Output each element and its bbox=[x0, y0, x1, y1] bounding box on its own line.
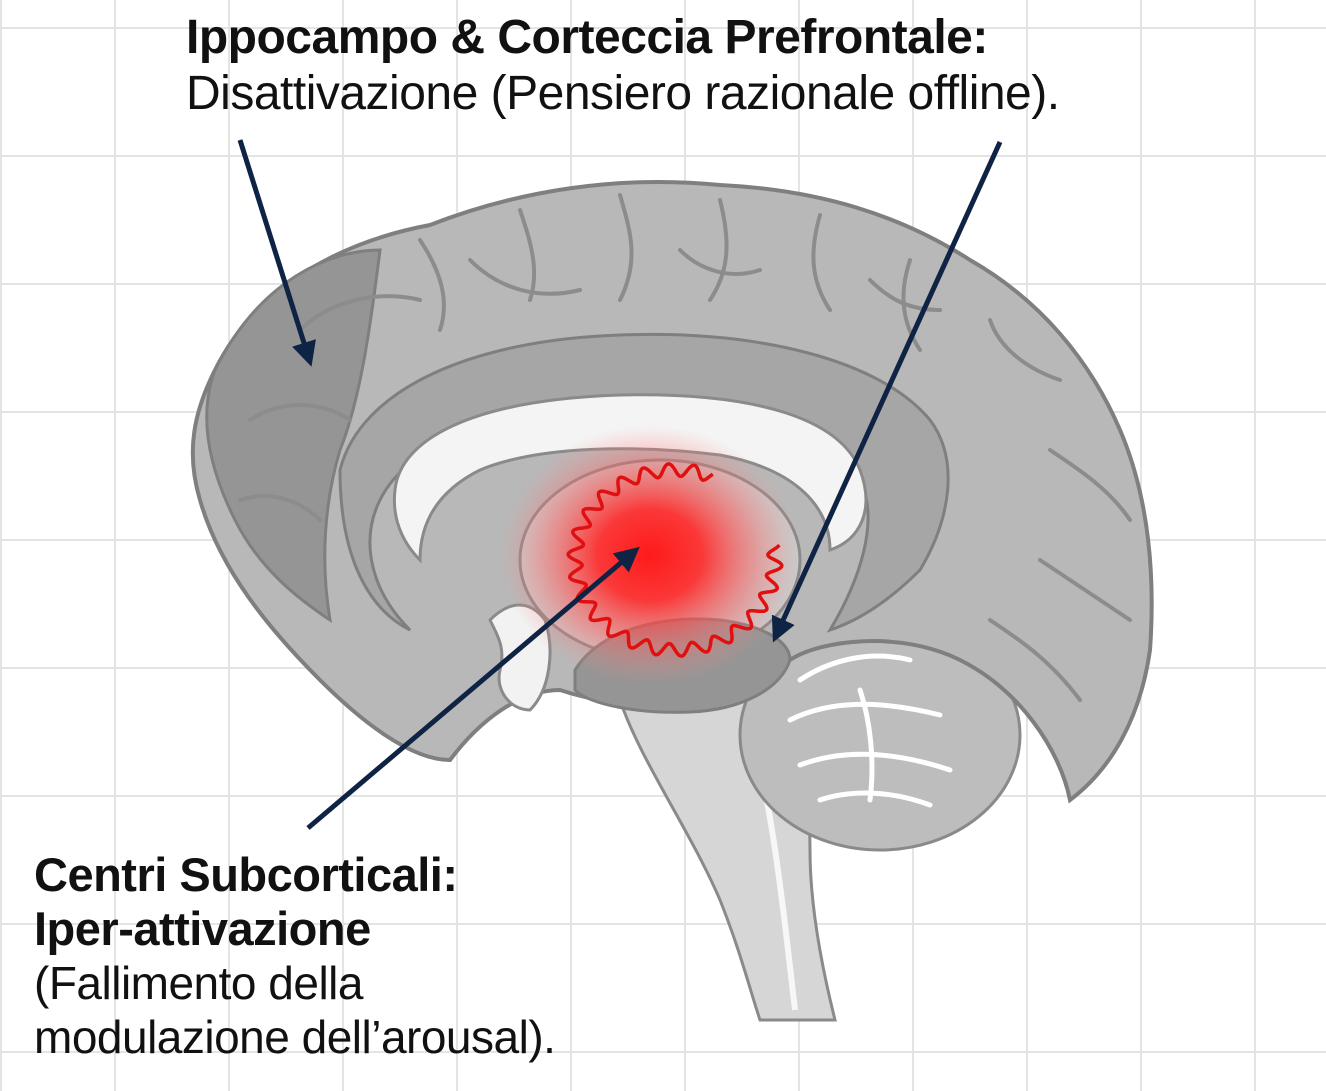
top-annotation-title: Ippocampo & Corteccia Prefrontale: bbox=[186, 11, 988, 64]
prefrontal-hippocampus-annotation: Ippocampo & Corteccia Prefrontale: Disat… bbox=[186, 10, 1060, 122]
bottom-annotation-title-line2: Iper-attivazione bbox=[34, 902, 371, 955]
bottom-annotation-title-line1: Centri Subcorticali: bbox=[34, 848, 458, 901]
top-annotation-description: Disattivazione (Pensiero razionale offli… bbox=[186, 67, 1060, 120]
cingulate-gyrus bbox=[338, 333, 950, 633]
arrow-to-hippocampus bbox=[771, 140, 1003, 643]
activation-wavy-outline bbox=[566, 462, 784, 658]
cerebellum-folds bbox=[787, 653, 953, 808]
bottom-annotation-description-line2: modulazione dell’arousal). bbox=[34, 1011, 556, 1063]
arrow-to-prefrontal bbox=[237, 139, 316, 367]
prefrontal-cortex bbox=[205, 248, 382, 624]
bottom-annotation-description-line1: (Fallimento della bbox=[34, 957, 363, 1009]
subcortical-annotation: Centri Subcorticali: Iper-attivazione (F… bbox=[34, 848, 556, 1064]
subcortical-activation-glow bbox=[500, 425, 800, 685]
gyri-lines bbox=[238, 193, 1132, 702]
arrow-to-subcortical bbox=[306, 546, 640, 830]
